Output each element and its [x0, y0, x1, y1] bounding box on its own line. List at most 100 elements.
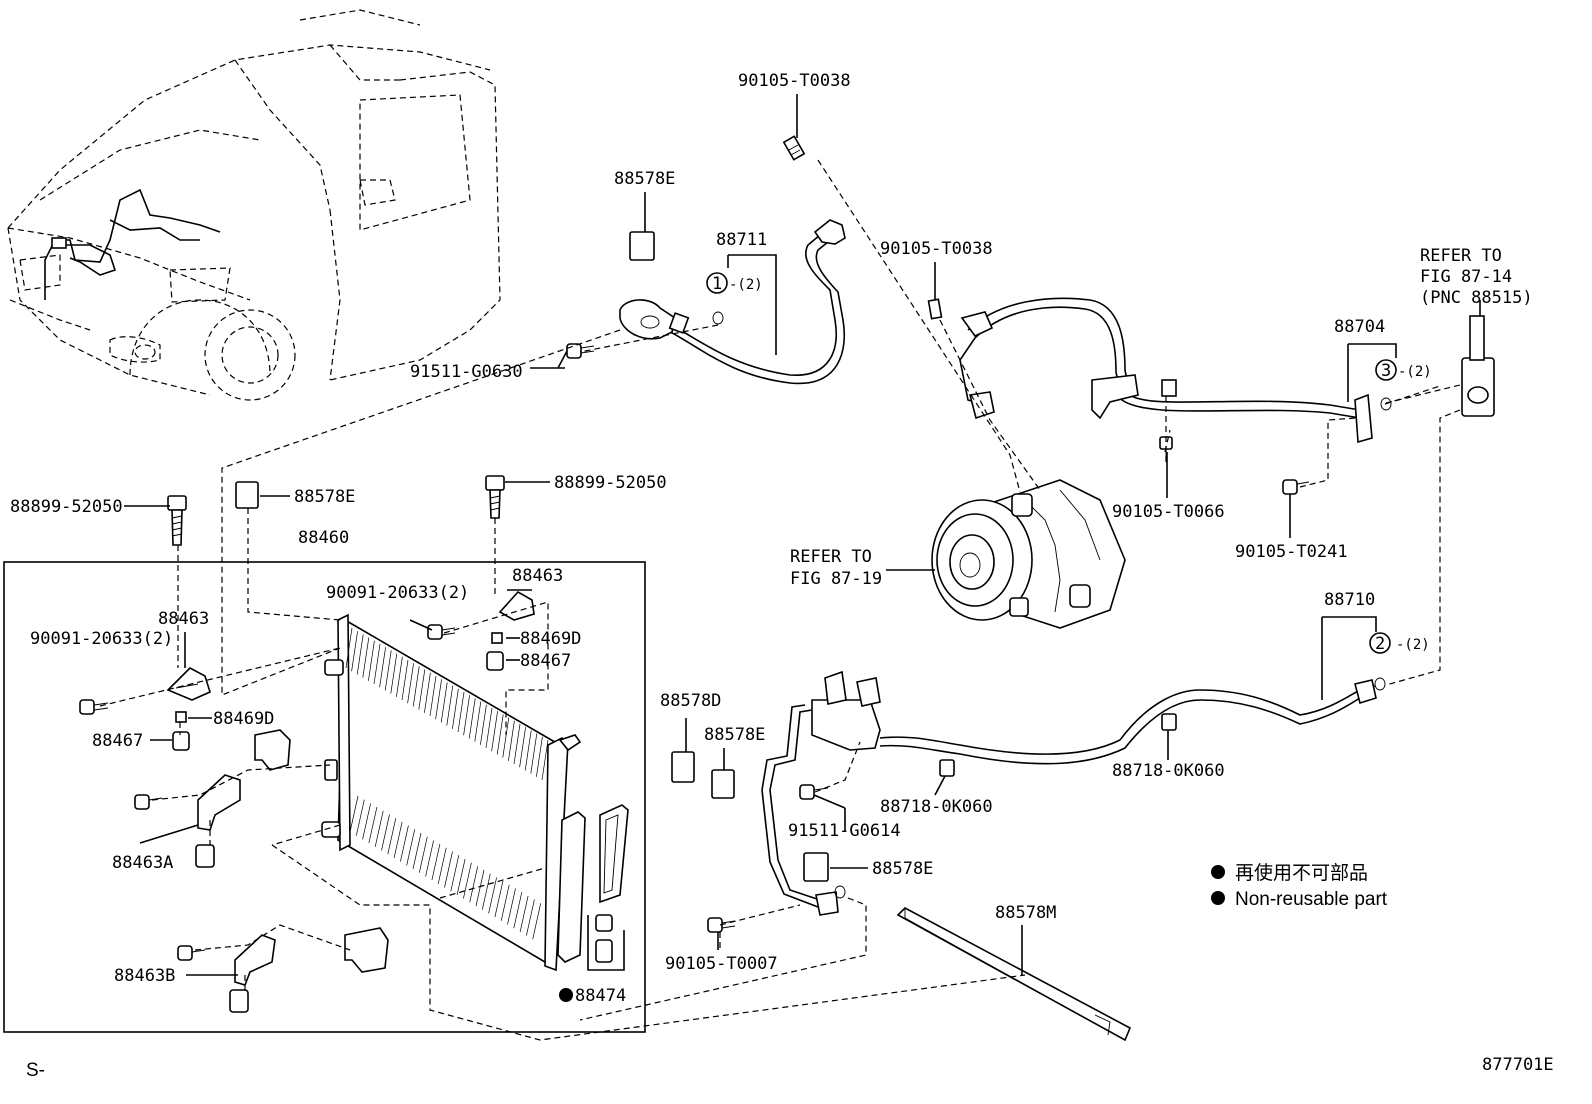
- label-88578M[interactable]: 88578M: [995, 903, 1056, 923]
- condenser-fin: [446, 685, 454, 726]
- condenser-fin: [463, 862, 472, 899]
- condenser-assembly-box: [3, 561, 646, 1033]
- condenser-fin: [401, 659, 409, 701]
- label-88463B[interactable]: 88463B: [114, 966, 175, 986]
- condenser-fin: [480, 704, 487, 745]
- label-88578D[interactable]: 88578D: [660, 691, 721, 711]
- label-88899-52050-b[interactable]: 88899-52050: [554, 473, 667, 493]
- condenser-fin: [532, 903, 542, 940]
- condenser-fin: [435, 679, 442, 720]
- condenser-fin: [524, 730, 532, 771]
- cushion-88578E-mid: [235, 481, 259, 509]
- condenser-fin: [491, 711, 498, 752]
- label-qty-2-a: -(2): [729, 277, 763, 293]
- label-refer-2-line1: REFER TO: [790, 547, 872, 567]
- condenser-fin: [412, 666, 420, 707]
- condenser-fin: [379, 647, 386, 688]
- label-88578E-bottom[interactable]: 88578E: [872, 859, 933, 879]
- brackets-and-fasteners: [79, 475, 625, 1013]
- label-88469D-b[interactable]: 88469D: [213, 709, 274, 729]
- condenser-fin: [488, 877, 497, 914]
- footer-left-code: S-: [26, 1060, 45, 1081]
- condenser-fin: [400, 825, 409, 862]
- label-refer-1-line3: (PNC 88515): [1420, 288, 1533, 308]
- condenser-fin: [481, 873, 491, 910]
- condenser-fin: [502, 717, 510, 758]
- label-88463-b[interactable]: 88463: [158, 609, 209, 629]
- label-88711[interactable]: 88711: [716, 230, 767, 250]
- condenser-fin: [513, 892, 523, 929]
- condenser-fin: [396, 656, 403, 697]
- vehicle-illustration: [7, 9, 501, 401]
- label-88467-b[interactable]: 88467: [92, 731, 143, 751]
- condenser-fin: [429, 675, 437, 717]
- label-refer-1-line2[interactable]: FIG 87-14: [1420, 267, 1512, 287]
- condenser-fin: [345, 627, 353, 669]
- cushion-88578E-low: [711, 769, 735, 799]
- label-91511-G0614[interactable]: 91511-G0614: [788, 821, 901, 841]
- label-refer-2-line2[interactable]: FIG 87-19: [790, 569, 882, 589]
- label-90105-T0007[interactable]: 90105-T0007: [665, 954, 778, 974]
- cushion-88578E-bottom: [803, 852, 829, 882]
- condenser-fin: [450, 855, 460, 892]
- label-88578E-mid[interactable]: 88578E: [294, 487, 355, 507]
- label-88718-0K060-b[interactable]: 88718-0K060: [880, 797, 993, 817]
- label-90105-T0038-a[interactable]: 90105-T0038: [738, 71, 851, 91]
- condenser-fin: [393, 821, 403, 858]
- label-88899-52050-a[interactable]: 88899-52050: [10, 497, 123, 517]
- condenser-fin: [412, 832, 422, 870]
- label-90105-T0066[interactable]: 90105-T0066: [1112, 502, 1225, 522]
- label-90091-20633-b[interactable]: 90091-20633(2): [30, 629, 173, 649]
- condenser-fin: [418, 836, 428, 873]
- condenser-fin: [362, 803, 371, 840]
- label-88710[interactable]: 88710: [1324, 590, 1375, 610]
- callout-circle-3: [1375, 359, 1397, 381]
- condenser-fin: [444, 851, 453, 888]
- label-90105-T0038-b[interactable]: 90105-T0038: [880, 239, 993, 259]
- label-refer-1-line1: REFER TO: [1420, 246, 1502, 266]
- label-88463A[interactable]: 88463A: [112, 853, 173, 873]
- label-88474[interactable]: 88474: [575, 986, 626, 1006]
- condenser-fin: [494, 881, 504, 918]
- compressor: [817, 159, 1126, 629]
- condenser-fin: [390, 653, 398, 694]
- legend-line-english: Non-reusable part: [1235, 889, 1388, 910]
- label-qty-2-c: -(2): [1396, 637, 1430, 653]
- label-90105-T0241[interactable]: 90105-T0241: [1235, 542, 1348, 562]
- label-91511-G0630[interactable]: 91511-G0630: [410, 362, 523, 382]
- condenser-fin: [351, 631, 358, 672]
- label-88578E-low[interactable]: 88578E: [704, 725, 765, 745]
- condenser-fin: [519, 895, 529, 932]
- condenser-fin: [508, 720, 515, 761]
- expansion-valve: [1385, 315, 1495, 686]
- label-88469D-a[interactable]: 88469D: [520, 629, 581, 649]
- callout-circle-3-label: 3: [1381, 361, 1391, 381]
- condenser-fin: [418, 669, 426, 710]
- o-ring-2: [1374, 677, 1386, 691]
- label-88704[interactable]: 88704: [1334, 317, 1385, 337]
- condenser-fin: [406, 829, 416, 866]
- bolt-90105-T0241: [1282, 479, 1298, 495]
- label-88463-a[interactable]: 88463: [512, 566, 563, 586]
- condenser-fin: [355, 799, 365, 836]
- label-88467-a[interactable]: 88467: [520, 651, 571, 671]
- condenser-fin: [407, 663, 414, 704]
- condenser-fin: [424, 672, 431, 713]
- discharge-hose-88711: [619, 135, 846, 385]
- suction-hose-88704: [927, 297, 1373, 444]
- legend-bullet-1: [1211, 865, 1225, 879]
- condenser-fin: [526, 899, 535, 936]
- legend-line-japanese: 再使用不可部品: [1235, 862, 1368, 884]
- condenser-fin: [456, 858, 466, 895]
- condenser-fin: [507, 888, 516, 925]
- condenser-fin: [452, 688, 459, 729]
- label-88460[interactable]: 88460: [298, 528, 349, 548]
- condenser-fin: [485, 707, 493, 749]
- legend: 再使用不可部品 Non-reusable part: [1211, 862, 1388, 910]
- cushion-88578D: [671, 751, 695, 783]
- label-88578E-top[interactable]: 88578E: [614, 169, 675, 189]
- label-88718-0K060-a[interactable]: 88718-0K060: [1112, 761, 1225, 781]
- condenser-fin: [387, 818, 397, 855]
- label-90091-20633-a[interactable]: 90091-20633(2): [326, 583, 469, 603]
